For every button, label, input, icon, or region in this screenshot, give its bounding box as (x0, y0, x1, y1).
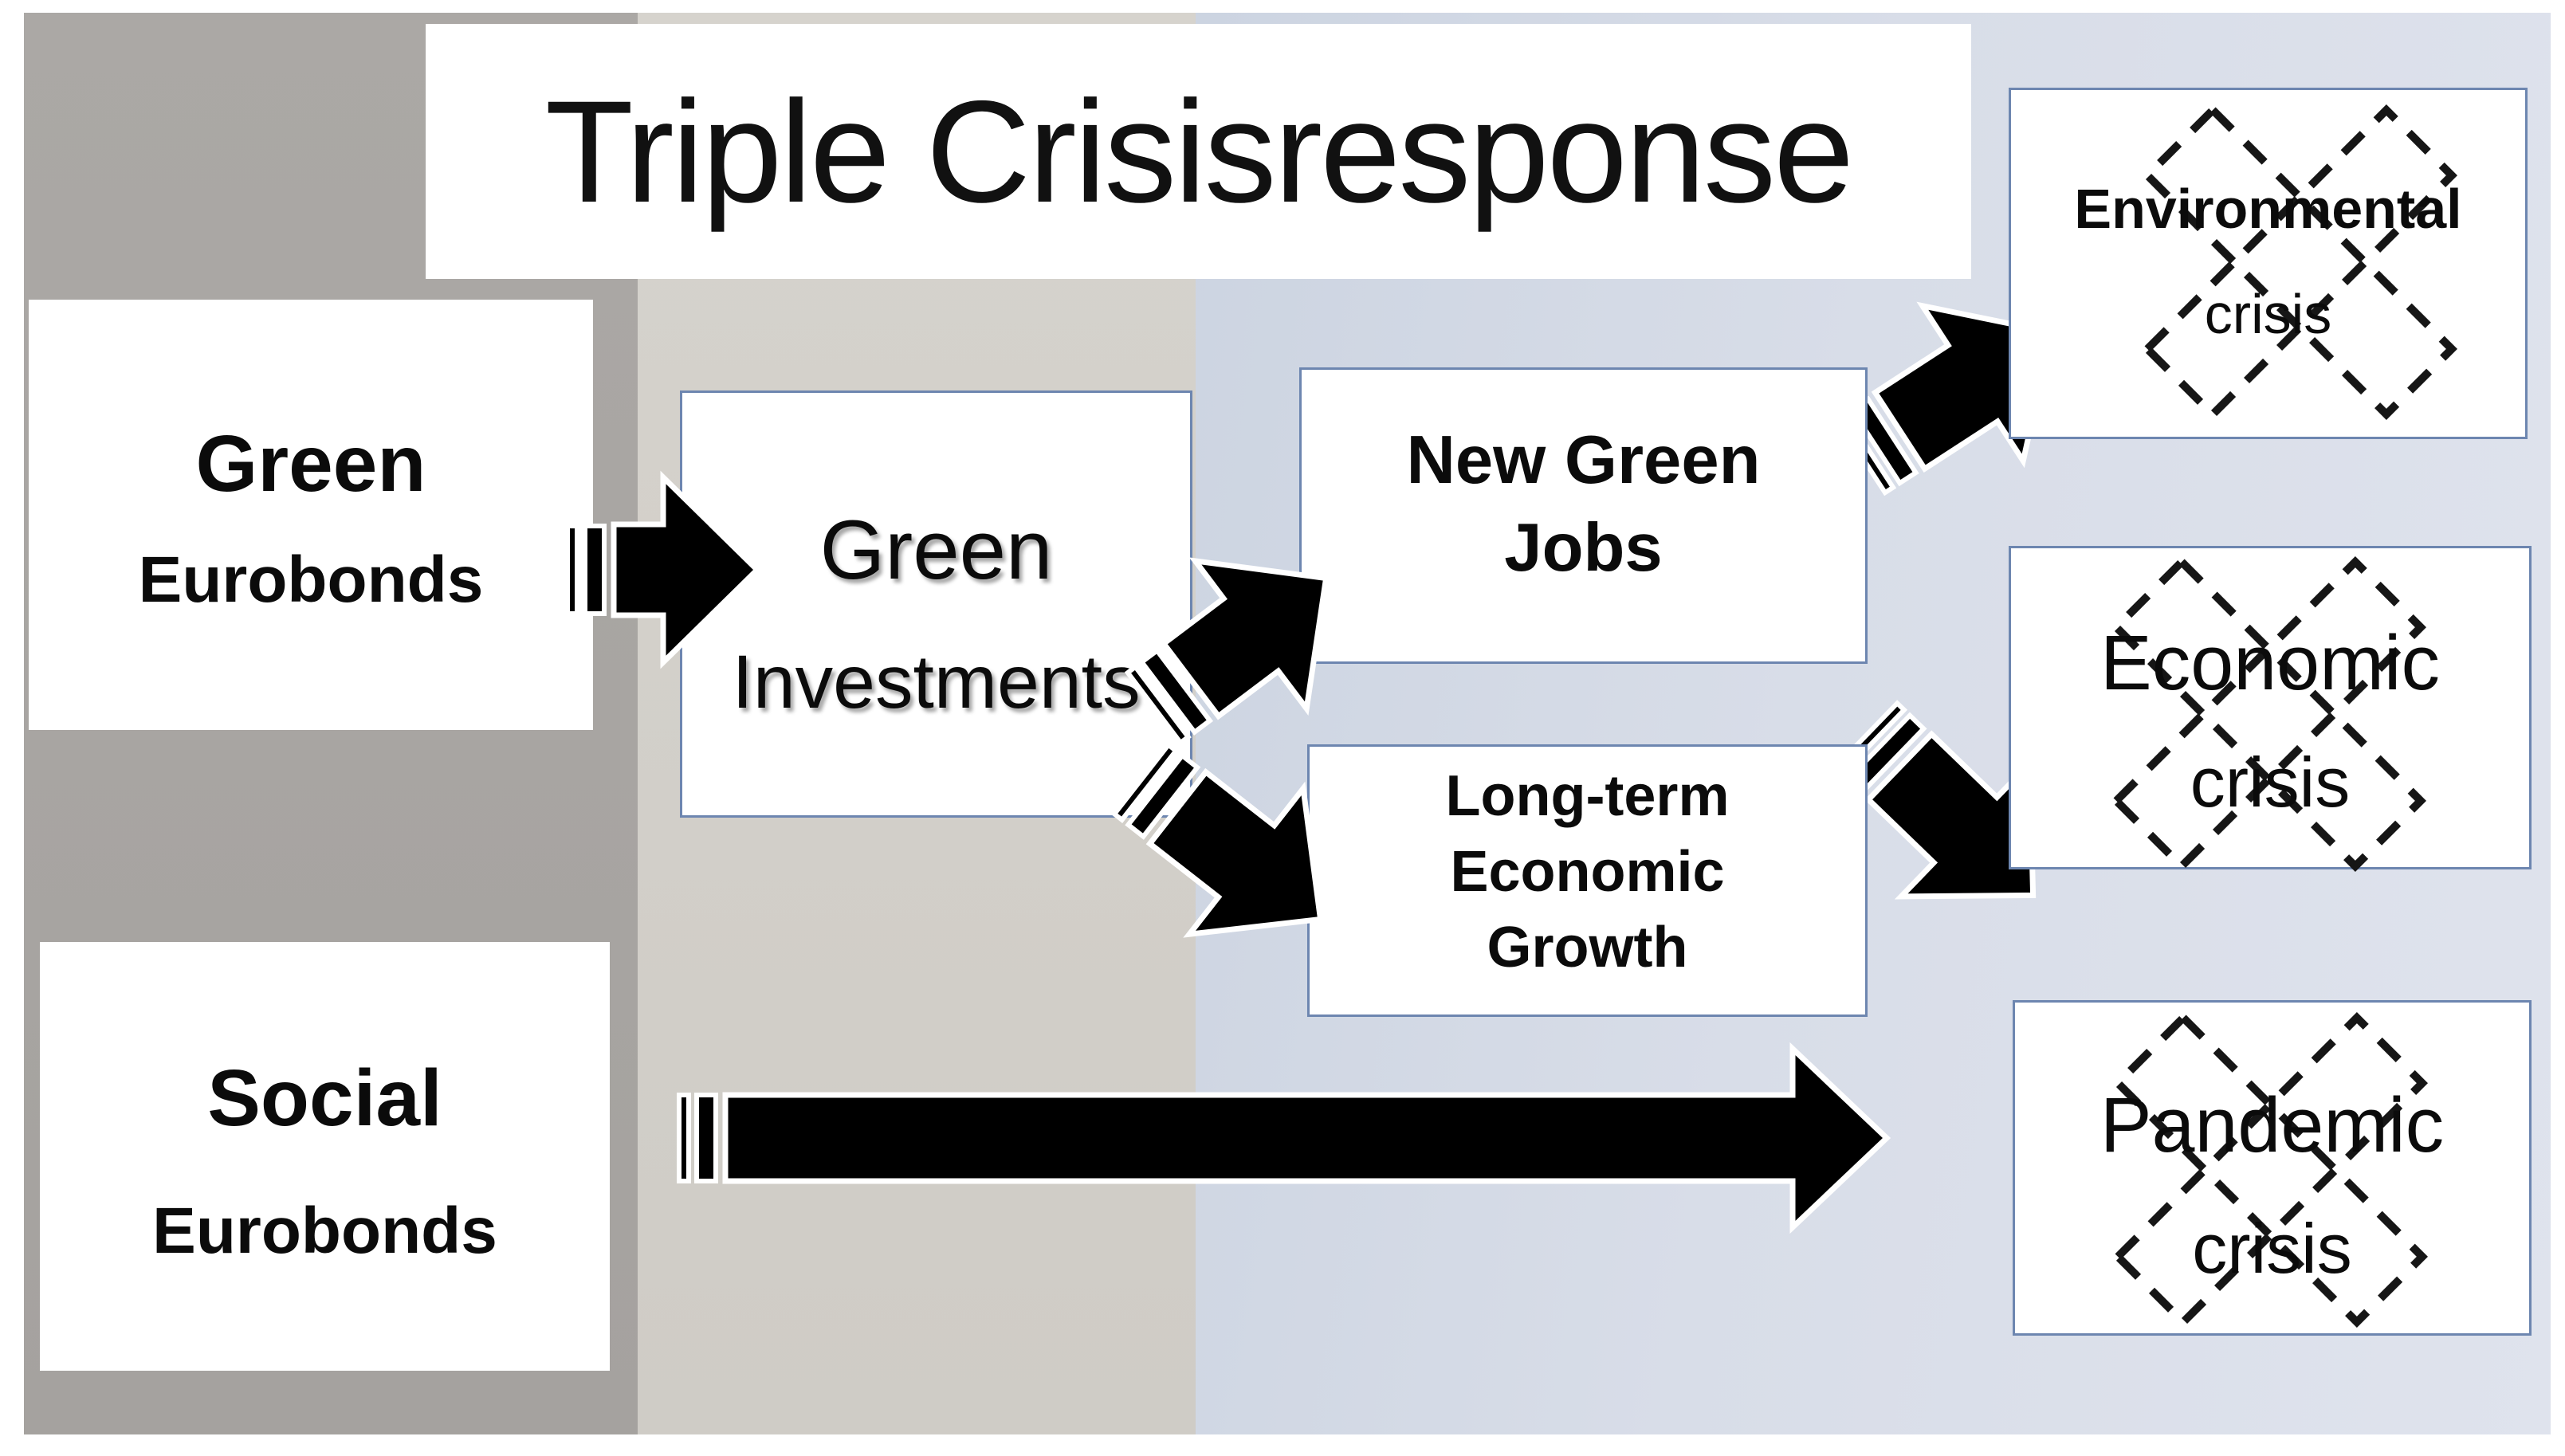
green-investments-label-line2: Investments (732, 640, 1141, 724)
social-eurobonds-label-line2: Eurobonds (152, 1195, 497, 1267)
green-investments-label-line1: Green (819, 504, 1053, 597)
long-term-growth-label-line3: Growth (1487, 916, 1688, 979)
node-green-investments: Green Investments (680, 390, 1192, 818)
green-eurobonds-label-line1: Green (195, 419, 426, 508)
diagram-title-box: Triple Crisisresponse (426, 24, 1971, 279)
node-social-eurobonds: Social Eurobonds (40, 942, 610, 1371)
green-eurobonds-label-line2: Eurobonds (138, 544, 484, 616)
node-environmental-crisis: Environmental crisis (2009, 88, 2528, 439)
arrow-green-eurobonds-to-green-investments (565, 470, 761, 669)
new-green-jobs-label-line1: New Green (1406, 422, 1761, 498)
arrow-social-eurobonds-to-pandemic-crisis (677, 1042, 1891, 1234)
diagram-title: Triple Crisisresponse (544, 70, 1855, 233)
node-pandemic-crisis: Pandemic crisis (2013, 1000, 2532, 1336)
arrow-green-investments-to-long-term-growth (1110, 741, 1324, 938)
social-eurobonds-label-line1: Social (207, 1054, 442, 1143)
long-term-growth-label-line1: Long-term (1445, 764, 1730, 828)
node-long-term-economic-growth: Long-term Economic Growth (1307, 744, 1868, 1017)
arrow-green-investments-to-new-green-jobs (1124, 557, 1330, 747)
node-new-green-jobs: New Green Jobs (1299, 367, 1868, 664)
new-green-jobs-label-line2: Jobs (1504, 510, 1663, 586)
node-green-eurobonds: Green Eurobonds (29, 300, 593, 730)
long-term-growth-label-line2: Economic (1450, 840, 1725, 904)
